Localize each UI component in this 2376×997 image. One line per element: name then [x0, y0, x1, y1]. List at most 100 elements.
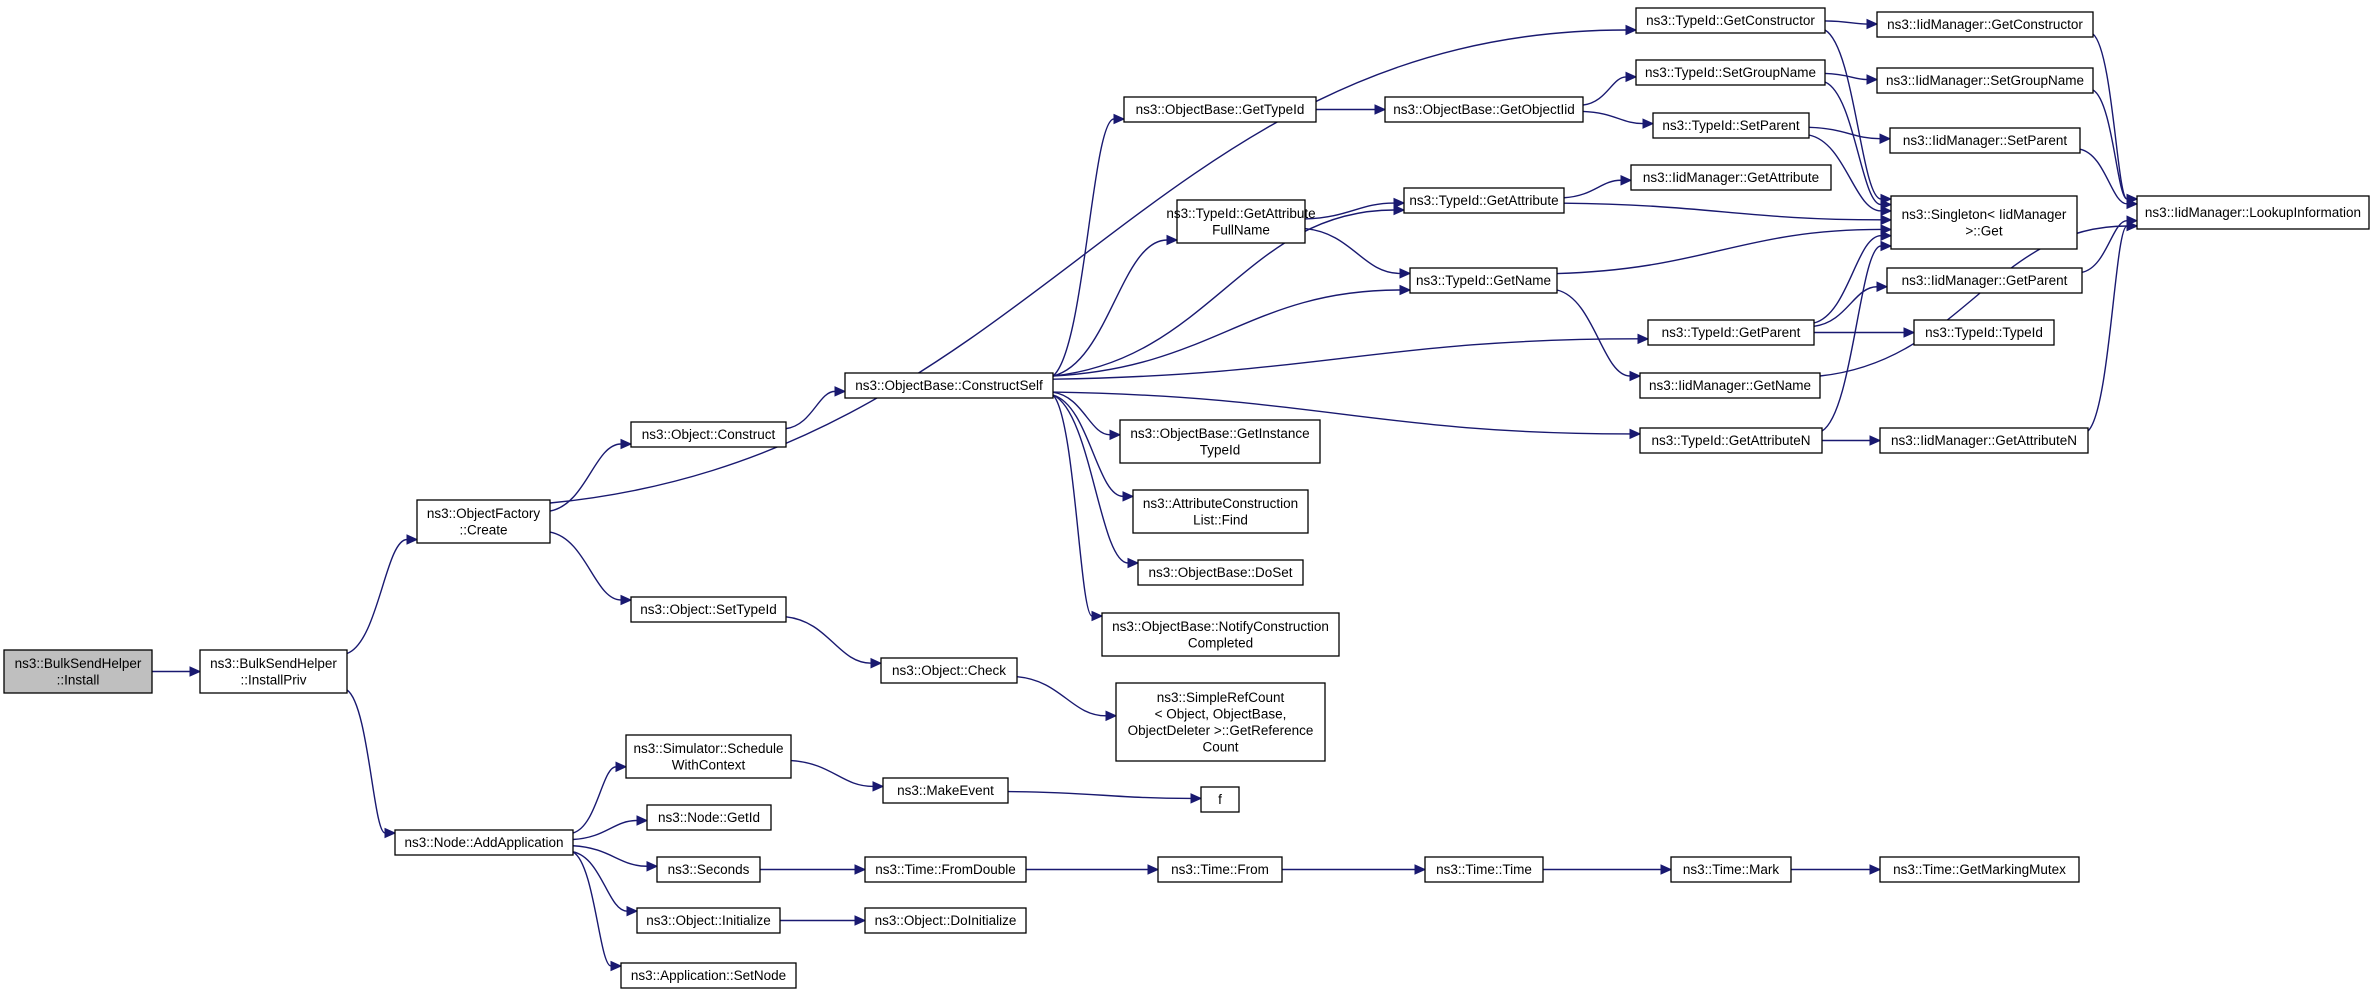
node-n10[interactable]: ns3::Object::Initialize: [636, 907, 781, 934]
node-n15[interactable]: ns3::Time::FromDouble: [864, 856, 1027, 883]
node-box: [844, 372, 1054, 399]
edge-n12-n28: [1052, 284, 1412, 377]
edge-arrowhead: [1393, 197, 1406, 209]
node-n40[interactable]: ns3::IidManager::SetParent: [1889, 127, 2081, 154]
node-n17[interactable]: ns3::ObjectBase::GetTypeId: [1123, 96, 1317, 123]
node-n12[interactable]: ns3::ObjectBase::ConstructSelf: [844, 372, 1054, 399]
node-n45[interactable]: ns3::Time::GetMarkingMutex: [1879, 856, 2080, 883]
node-box: [1424, 856, 1544, 883]
edge-arrowhead: [1393, 204, 1406, 216]
node-n38[interactable]: ns3::IidManager::GetConstructor: [1876, 11, 2094, 38]
edge-n27-n33: [1563, 175, 1633, 199]
node-n5[interactable]: ns3::Object::Construct: [630, 421, 787, 448]
edge-n34-n41: [1813, 230, 1893, 324]
edge-arrowhead: [406, 534, 419, 545]
node-n1[interactable]: ns3::BulkSendHelper::Install: [3, 649, 153, 694]
node-n2[interactable]: ns3::BulkSendHelper::InstallPriv: [199, 649, 348, 694]
node-n25[interactable]: ns3::Time::From: [1157, 856, 1283, 883]
edge-line: [2092, 89, 2128, 200]
node-label: ns3::TypeId::GetName: [1416, 273, 1551, 288]
edge-line: [346, 689, 386, 834]
node-n41[interactable]: ns3::Singleton< IidManager>::Get: [1890, 195, 2078, 250]
edge-arrowhead: [1399, 284, 1412, 296]
edge-n40-n46: [2079, 148, 2139, 210]
node-n4[interactable]: ns3::Node::AddApplication: [394, 829, 574, 856]
node-n8[interactable]: ns3::Node::GetId: [646, 804, 772, 831]
node-n9[interactable]: ns3::Seconds: [656, 856, 761, 883]
node-n21[interactable]: ns3::ObjectBase::DoSet: [1137, 559, 1304, 586]
node-n37[interactable]: ns3::Time::Mark: [1670, 856, 1792, 883]
node-n14[interactable]: ns3::MakeEvent: [882, 777, 1009, 804]
node-n44[interactable]: ns3::IidManager::GetAttributeN: [1879, 427, 2089, 454]
edge-arrowhead: [1660, 864, 1673, 875]
node-n31[interactable]: ns3::TypeId::SetGroupName: [1635, 59, 1826, 86]
edge-arrowhead: [1629, 428, 1642, 440]
node-n13[interactable]: ns3::Object::Check: [880, 657, 1018, 684]
edge-arrowhead: [1105, 710, 1118, 722]
edge-line: [1582, 76, 1627, 106]
edge-n34-n42: [1813, 281, 1889, 327]
node-n36[interactable]: ns3::TypeId::GetAttributeN: [1639, 427, 1823, 454]
edge-arrowhead: [1880, 214, 1893, 226]
node-label: ns3::IidManager::GetAttribute: [1643, 170, 1819, 185]
node-box: [1652, 112, 1810, 139]
node-label: ns3::TypeId::GetAttributeN: [1651, 433, 1810, 448]
node-box: [1137, 559, 1304, 586]
edge-line: [1016, 675, 1107, 717]
node-label: ns3::TypeId::SetGroupName: [1645, 65, 1816, 80]
node-n27[interactable]: ns3::TypeId::GetAttribute: [1403, 187, 1565, 214]
node-n32[interactable]: ns3::TypeId::SetParent: [1652, 112, 1810, 139]
edge-n17-n26: [1316, 104, 1387, 115]
edge-line: [785, 390, 836, 430]
node-n29[interactable]: ns3::Time::Time: [1424, 856, 1544, 883]
node-n42[interactable]: ns3::IidManager::GetParent: [1886, 267, 2083, 294]
edge-arrowhead: [1637, 333, 1650, 345]
edge-arrowhead: [1880, 205, 1893, 217]
edge-arrowhead: [1876, 281, 1889, 292]
node-label: ns3::ObjectBase::DoSet: [1148, 565, 1292, 580]
edge-arrowhead: [1629, 370, 1642, 382]
node-n26[interactable]: ns3::ObjectBase::GetObjectIid: [1384, 96, 1584, 123]
node-box: [1886, 267, 2083, 294]
edge-arrowhead: [626, 905, 639, 917]
node-n33[interactable]: ns3::IidManager::GetAttribute: [1630, 164, 1832, 191]
edge-arrowhead: [1113, 113, 1126, 125]
edge-n18-n27: [1304, 197, 1406, 220]
edge-line: [1052, 239, 1168, 377]
node-box: [1157, 856, 1283, 883]
node-n34[interactable]: ns3::TypeId::GetParent: [1647, 319, 1815, 346]
edge-n29-n37: [1543, 864, 1673, 875]
node-label: ns3::IidManager::GetConstructor: [1887, 17, 2083, 32]
edge-line: [1052, 338, 1639, 380]
node-n23[interactable]: ns3::SimpleRefCount< Object, ObjectBase,…: [1115, 682, 1326, 762]
edge-line: [1808, 134, 1882, 212]
node-n11[interactable]: ns3::Application::SetNode: [620, 962, 797, 989]
node-n43[interactable]: ns3::TypeId::TypeId: [1913, 319, 2055, 346]
node-label: ns3::Time::Time: [1436, 862, 1532, 877]
node-label: ns3::Object::DoInitialize: [875, 913, 1017, 928]
edge-line: [549, 443, 622, 512]
node-n16[interactable]: ns3::Object::DoInitialize: [864, 907, 1027, 934]
edge-n9-n15: [760, 864, 867, 875]
edge-n27-n41: [1563, 202, 1893, 226]
edge-n1-n2: [152, 666, 202, 677]
node-n46[interactable]: ns3::IidManager::LookupInformation: [2136, 195, 2370, 230]
node-label: ns3::ObjectBase::ConstructSelf: [855, 378, 1043, 393]
node-n24[interactable]: f: [1200, 786, 1240, 813]
node-n39[interactable]: ns3::IidManager::SetGroupName: [1876, 67, 2094, 94]
node-n3[interactable]: ns3::ObjectFactory::Create: [416, 499, 551, 544]
node-box: [1132, 489, 1309, 534]
edge-arrowhead: [1625, 24, 1638, 36]
node-n6[interactable]: ns3::Object::SetTypeId: [630, 596, 787, 623]
node-box: [882, 777, 1009, 804]
node-n22[interactable]: ns3::ObjectBase::NotifyConstructionCompl…: [1101, 612, 1340, 657]
node-label: ns3::ObjectBase::GetInstance: [1130, 426, 1309, 441]
node-n30[interactable]: ns3::TypeId::GetConstructor: [1635, 7, 1826, 34]
node-n35[interactable]: ns3::IidManager::GetName: [1639, 372, 1821, 399]
node-box: [636, 907, 781, 934]
node-n28[interactable]: ns3::TypeId::GetName: [1409, 267, 1558, 294]
